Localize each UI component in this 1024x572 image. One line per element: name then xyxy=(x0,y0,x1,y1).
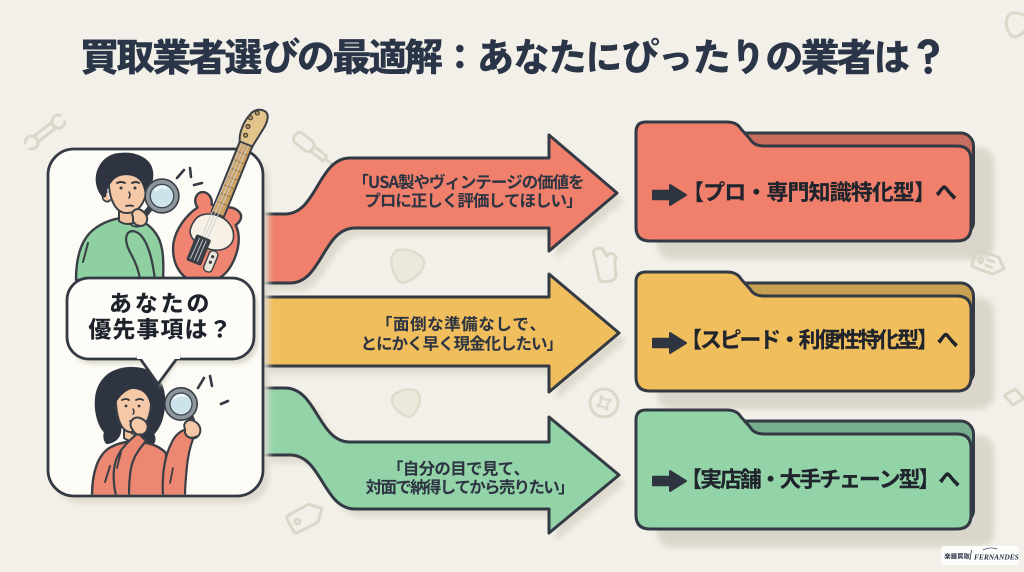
svg-text:FERNANDES: FERNANDES xyxy=(974,553,1019,562)
